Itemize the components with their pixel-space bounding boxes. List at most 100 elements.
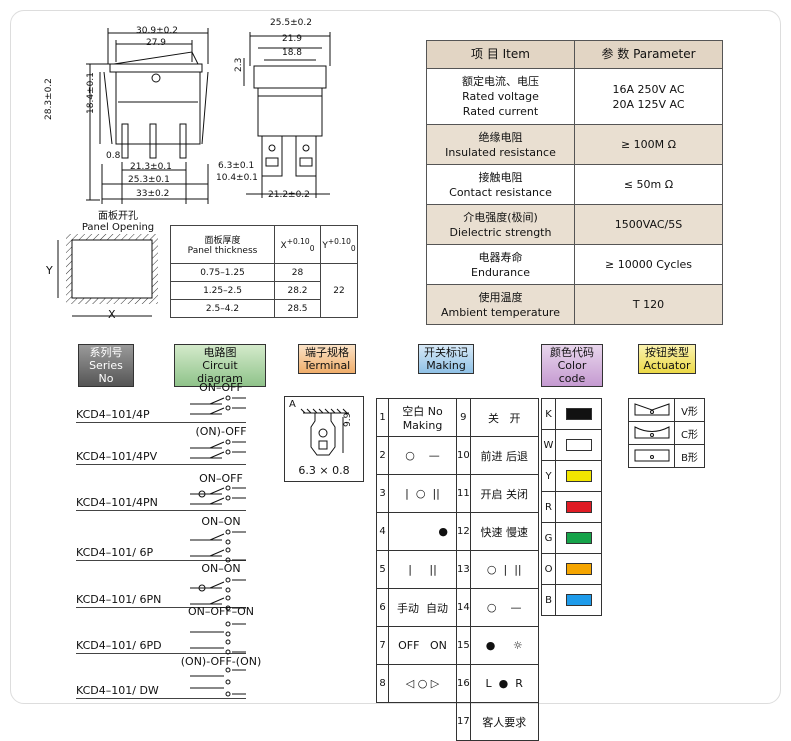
pt-y-tol: +0.10 [327, 236, 351, 246]
spec-label-en: Endurance [471, 265, 530, 279]
header-making-cn: 开关标记 [424, 346, 468, 359]
color-swatch [565, 563, 592, 575]
header-series-en: Series No [89, 359, 123, 385]
header-series-cn: 系列号 [89, 346, 123, 359]
spec-label-cn: 介电强度(极间) [463, 210, 538, 224]
terminal-size: 6.3 × 0.8 [298, 464, 350, 477]
pt-y-base: 0 [350, 243, 356, 253]
series-item: KCD4–101/ DW [76, 684, 246, 699]
spec-header-item: 项 目 Item [426, 40, 575, 69]
dim-18-8: 18.8 [281, 48, 303, 58]
series-item: KCD4–101/ 6PN [76, 593, 246, 608]
actuator-b-icon [634, 449, 669, 461]
making-symbol-b: 开 [509, 411, 521, 425]
header-actuator-en: Actuator [643, 359, 691, 372]
actuator-table: V形 C形 B形 [628, 398, 705, 468]
terminal-drawing [300, 408, 349, 456]
terminal-box: A 9.9 6.3 × 0.8 [284, 396, 364, 482]
making-symbol-b: || [432, 487, 440, 500]
making-symbol-b: 关闭 [505, 487, 528, 501]
making-symbol-a: OFF [398, 639, 420, 652]
making-num: 11 [456, 474, 471, 513]
terminal-dim: 9.9 [343, 412, 353, 427]
series-item: KCD4–101/ 6PD [76, 639, 246, 654]
circuit-label: ON–OFF [199, 472, 243, 485]
dim-28-3: 28.3±0.2 [44, 78, 54, 120]
making-num: 7 [376, 626, 389, 665]
spec-label-cn: 电器寿命 [478, 250, 523, 264]
making-symbol-b: 慢速 [505, 525, 528, 539]
pt-thickness: 2.5–4.2 [170, 299, 275, 318]
pt-x-header: X [280, 240, 287, 251]
making-num: 9 [456, 398, 471, 437]
panel-title-cn: 面板开孔 [98, 211, 138, 222]
pt-header-cn: 面板厚度 [204, 236, 241, 246]
color-code: W [541, 429, 556, 461]
making-num: 3 [376, 474, 389, 513]
making-num: 2 [376, 436, 389, 475]
dim-30-9: 30.9±0.2 [136, 26, 178, 36]
making-num: 13 [456, 550, 471, 589]
color-swatch [565, 439, 592, 451]
pt-x-base: 0 [309, 243, 315, 253]
dim-25-3: 25.3±0.1 [128, 175, 170, 185]
series-item: KCD4–101/4PV [76, 450, 246, 465]
color-code: K [541, 398, 556, 430]
spec-label-en: Dielectric strength [449, 225, 552, 239]
panel-x-label: X [108, 308, 116, 321]
making-num: 1 [376, 398, 389, 437]
color-swatch [565, 501, 592, 513]
making-symbol-b: 自动 [426, 601, 448, 615]
color-code: O [541, 553, 556, 585]
color-swatch [565, 532, 592, 544]
making-symbol-a: | [408, 563, 412, 576]
making-symbol-a: ◁ [405, 677, 415, 690]
spec-label-en: Rated voltage [462, 90, 539, 103]
header-terminal-cn: 端子规格 [305, 346, 349, 359]
making-symbol-b: ● [438, 525, 448, 538]
circuit-label: ON–OFF [199, 381, 243, 394]
header-circuit-cn: 电路图 [203, 346, 237, 359]
pt-x: 28.2 [274, 281, 321, 300]
making-symbol-a: ○ [405, 449, 415, 462]
circuit-diagrams [190, 395, 246, 697]
making-symbol-a: 手动 [397, 601, 419, 615]
color-code: Y [541, 460, 556, 492]
panel-title-en: Panel Opening [81, 222, 155, 233]
spec-label-cn: 绝缘电阻 [478, 130, 523, 144]
making-symbol-b: ☼ [512, 639, 523, 652]
making-symbol-b: || [514, 563, 522, 576]
header-terminal-en: Terminal [303, 359, 351, 372]
spec-value: 16A 250V AC [612, 82, 685, 96]
pt-y-header: Y [322, 240, 328, 251]
making-symbol-b: — [428, 449, 440, 462]
header-circuit-en: Circuit diagram [197, 359, 243, 385]
circuit-label: (ON)-OFF [195, 425, 247, 438]
color-code: B [541, 584, 556, 616]
making-num: 14 [456, 588, 471, 627]
spec-label-en: Rated current [462, 105, 539, 118]
actuator-c-icon [634, 425, 669, 438]
spec-value: 20A 125V AC [612, 97, 685, 111]
series-item: KCD4–101/4P [76, 408, 246, 423]
front-view-drawing [86, 28, 209, 204]
making-symbol-a: | [405, 487, 409, 500]
spec-value: ≥ 100M Ω [574, 124, 723, 165]
spec-label-en: Ambient temperature [441, 305, 560, 319]
making-symbol-b: 后退 [505, 449, 528, 463]
making-symbol-b: || [429, 563, 437, 576]
pt-thickness: 1.25–2.5 [170, 281, 275, 300]
making-symbol-m: | [503, 563, 508, 576]
making-symbol-b: — [510, 601, 522, 614]
dim-33: 33±0.2 [136, 189, 170, 199]
color-table: K W Y R G O B [541, 398, 602, 616]
actuator-label: V形 [674, 398, 705, 422]
making-symbol-m: ○ [415, 487, 426, 500]
making-symbol-m: ○ [417, 677, 428, 690]
header-color-en: Color code [557, 359, 587, 385]
dim-10-4: 10.4±0.1 [216, 173, 258, 183]
